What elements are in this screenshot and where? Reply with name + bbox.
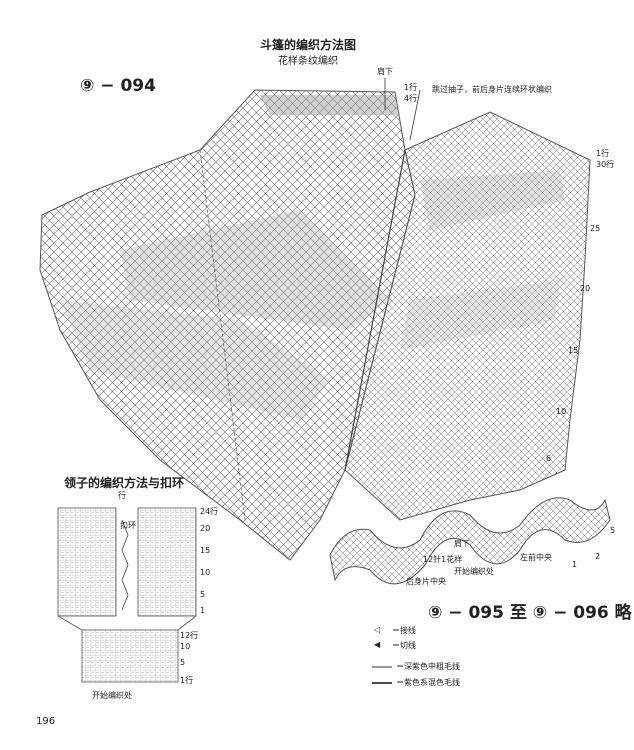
stripe-band [60,300,330,420]
legend-symbol-cut: ◀ [374,640,381,649]
row-label-right-25: 25 [590,224,601,233]
collar-row-15: 15 [200,546,211,555]
cape-scallop-edge [329,497,611,585]
stripe-band [120,210,390,330]
collar-lower-row-10: 10 [180,642,191,651]
start-area-label: 开始编织处 [454,567,494,576]
left-front-center-label: 左前中央 [520,553,552,562]
arm-bottom-label: 肩下 [454,539,470,548]
collar-start-label: 开始编织处 [92,691,132,700]
bottom-row-label-1: 1 [572,560,578,569]
left-spine [199,149,246,521]
row-label-right-20: 20 [580,284,591,293]
legend-label-dark-purple: ＝深紫色中粗毛线 [396,662,460,671]
buttonhole-label: 扣环 [120,521,136,530]
collar-lower-row-5: 5 [180,658,186,667]
collar-row-10: 10 [200,568,211,577]
row-label-right-1: 1行 [596,149,610,158]
cape-chart [39,78,611,585]
stripe-band [420,170,565,230]
collar-lower-grid [81,629,179,683]
row-label-right-10: 10 [556,407,567,416]
collar-right-grid [137,507,197,617]
row-label-top-2: 4行 [404,94,418,103]
buttonhole-zigzag [121,519,129,611]
bottom-row-label-2: 2 [595,552,601,561]
collar-chart [57,507,197,683]
collar-row-20: 20 [200,524,211,533]
collar-row-5: 5 [200,590,206,599]
legend-label-mixed-purple: ＝紫色系混色毛线 [396,678,460,687]
shoulder-label: 肩下 [377,67,393,76]
footer-codes: ⑨ − 095 至 ⑨ − 096 略 [428,603,632,623]
back-center-label: 后身片中央 [406,577,446,586]
collar-row-1: 1 [200,606,206,615]
collar-connector [57,615,197,631]
stripe-band [400,280,560,350]
row-label-right-15: 15 [568,346,579,355]
collar-row-24: 24行 [200,507,219,516]
row-label-top-1: 1行 [404,83,418,92]
collar-lower-row-1: 1行 [180,676,194,685]
legend-label-cut: ＝切线 [392,641,416,650]
legend-label-join: ＝接线 [392,626,416,635]
bottom-row-label-5: 5 [610,526,616,535]
collar-top-label: 行 [118,491,126,500]
page-number: 196 [36,716,56,727]
center-spine [344,149,406,471]
page-title: 斗篷的编织方法图 [260,38,357,52]
page-subtitle: 花样条纹编织 [278,56,338,67]
row-label-right-6: 6 [546,454,552,463]
collar-left-grid [57,507,117,617]
note-label: 跳过抽子，前后身片连续环状编织 [432,85,552,94]
collar-title: 领子的编织方法与扣环 [64,476,185,490]
pattern-repeat-label: 12针1花样 [423,555,463,564]
stripe-band [260,95,400,115]
collar-lower-row-12: 12行 [180,631,199,640]
row-label-right-30: 30行 [596,160,615,169]
pattern-code: ⑨ − 094 [80,76,156,96]
note-pointer [409,89,421,141]
legend-symbol-join: ◁ [374,625,381,634]
